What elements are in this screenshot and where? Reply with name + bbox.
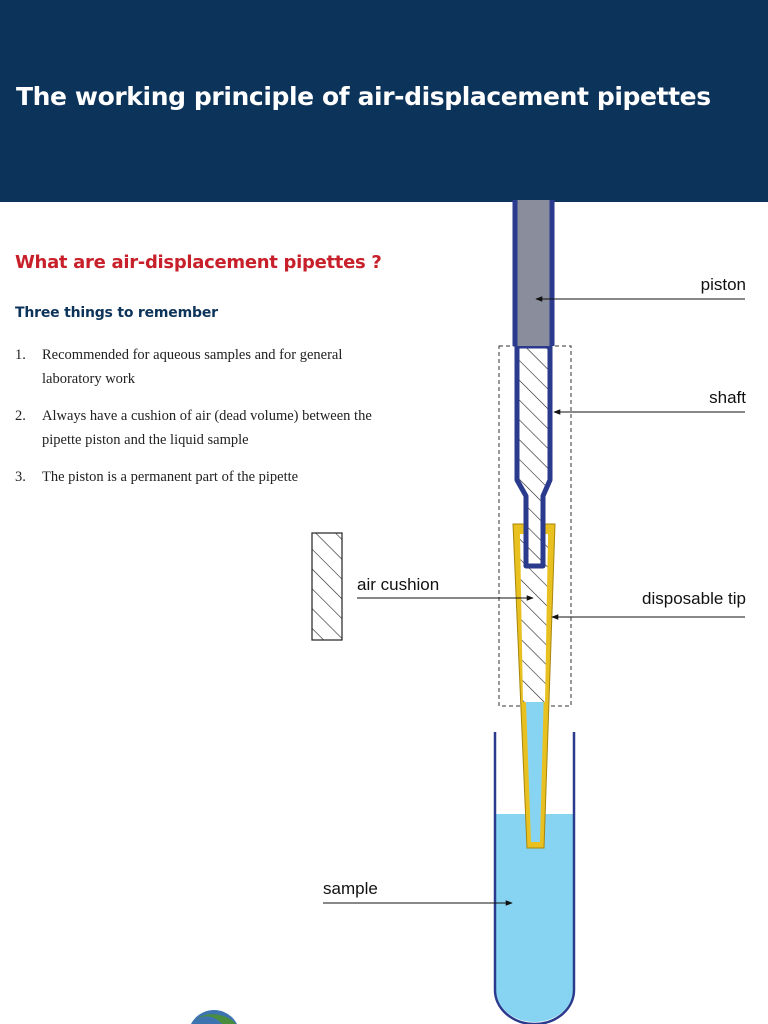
list-item-number: 2. (15, 408, 26, 424)
tip-air-hatch (520, 534, 548, 702)
list-item-number: 3. (15, 469, 26, 485)
list-item: 2. Always have a cushion of air (dead vo… (15, 404, 375, 452)
label-air-cushion: air cushion (357, 575, 439, 594)
label-disposable-tip: disposable tip (642, 589, 746, 608)
page-title: The working principle of air-displacemen… (16, 82, 711, 111)
list-item-text: The piston is a permanent part of the pi… (42, 469, 299, 485)
list-item: 3. The piston is a permanent part of the… (15, 465, 375, 489)
section-subheading: Three things to remember (15, 305, 218, 321)
header-banner: The working principle of air-displacemen… (0, 0, 768, 202)
list-item-text: Always have a cushion of air (dead volum… (42, 408, 372, 448)
list-item: 1. Recommended for aqueous samples and f… (15, 343, 375, 391)
label-sample: sample (323, 879, 378, 898)
air-cushion-swatch (311, 532, 343, 641)
list-item-number: 1. (15, 347, 26, 363)
remember-list: 1. Recommended for aqueous samples and f… (15, 343, 375, 502)
disposable-tip (512, 523, 556, 849)
sample-liquid (496, 814, 573, 1022)
tube-wall (493, 732, 576, 1024)
label-shaft: shaft (709, 388, 746, 407)
test-tube (493, 732, 576, 1024)
list-item-text: Recommended for aqueous samples and for … (42, 347, 343, 387)
shaft (514, 343, 553, 569)
globe-icon (190, 1010, 238, 1024)
section-heading: What are air-displacement pipettes ? (15, 252, 382, 273)
piston (517, 200, 550, 346)
label-piston: piston (701, 275, 746, 294)
